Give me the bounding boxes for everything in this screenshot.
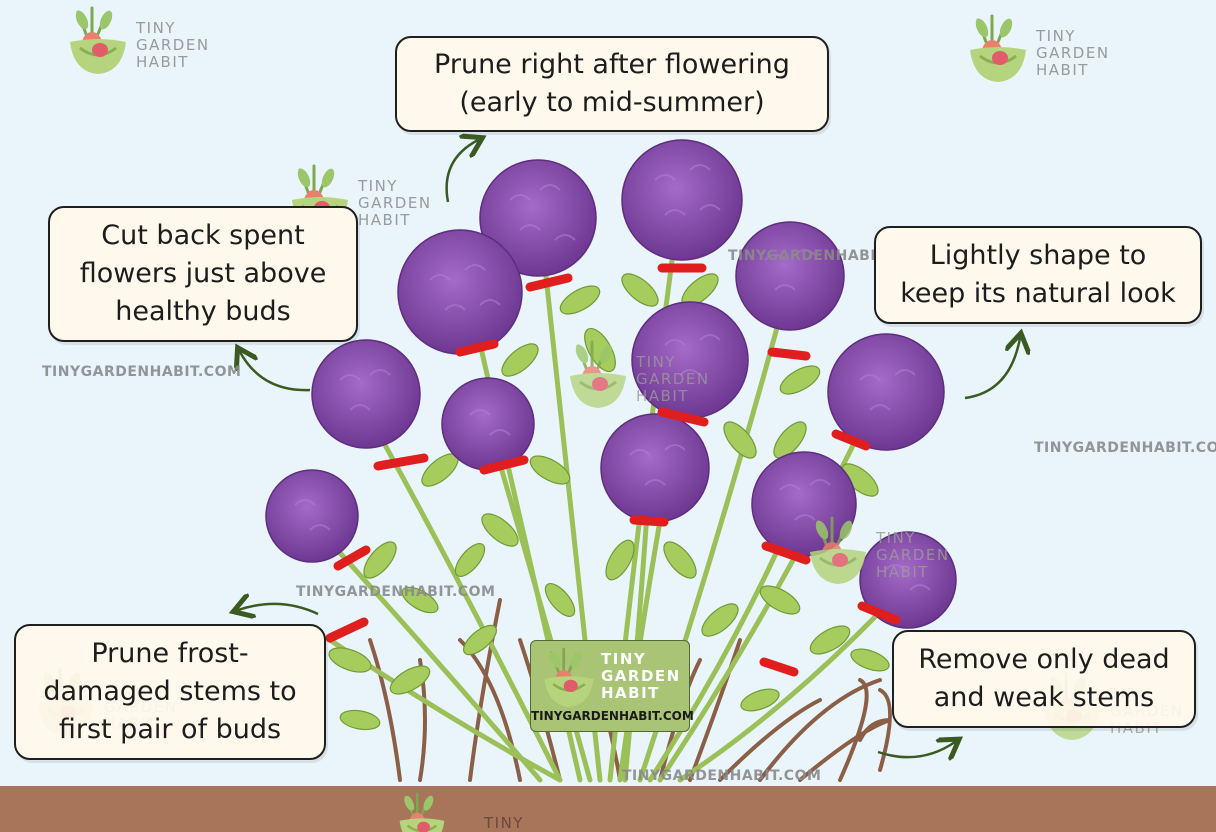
url-watermark: TINYGARDENHABIT.COM bbox=[622, 768, 822, 784]
brand-logo-icon bbox=[966, 14, 1030, 84]
logo-word-2: GARDEN bbox=[358, 194, 432, 212]
logo-word-1: TINY bbox=[876, 529, 916, 547]
callout-cut-spent-flowers: Cut back spent flowers just above health… bbox=[48, 206, 358, 342]
callout-line: keep its natural look bbox=[900, 278, 1176, 309]
brand-logo-watermark: TINY GARDEN HABIT bbox=[288, 164, 448, 234]
callout-lightly-shape: Lightly shape to keep its natural look bbox=[874, 226, 1202, 324]
callout-line: Lightly shape to bbox=[929, 240, 1147, 271]
logo-word-3: HABIT bbox=[636, 387, 689, 405]
brand-badge: TINY GARDEN HABIT TINYGARDENHABIT.COM bbox=[530, 640, 694, 732]
logo-word-3: HABIT bbox=[358, 211, 411, 229]
logo-word-3: HABIT bbox=[876, 563, 929, 581]
brand-logo-icon bbox=[541, 647, 597, 709]
brand-logo-icon bbox=[396, 792, 448, 832]
badge-url: TINYGARDENHABIT.COM bbox=[531, 709, 694, 723]
callout-line: and weak stems bbox=[933, 682, 1155, 713]
callout-line: Prune frost- bbox=[91, 638, 249, 669]
logo-word-3: HABIT bbox=[1036, 61, 1089, 79]
logo-word-1: TINY bbox=[636, 353, 676, 371]
flower-head bbox=[600, 413, 710, 523]
brand-logo-watermark: TINY GARDEN HABIT bbox=[806, 516, 966, 586]
callout-line: Remove only dead bbox=[918, 644, 1170, 675]
arrow-top bbox=[445, 140, 478, 203]
logo-word-1: TINY bbox=[136, 19, 176, 37]
logo-word-2: GARDEN bbox=[876, 546, 950, 564]
badge-word-3: HABIT bbox=[601, 684, 660, 702]
flower-head bbox=[479, 159, 597, 277]
cut-marks bbox=[325, 263, 901, 677]
url-watermark: TINYGARDENHABIT.COM bbox=[1034, 440, 1216, 456]
arrow-right-bottom bbox=[877, 742, 955, 757]
url-watermark: TINYGARDENHABIT.COM bbox=[42, 364, 242, 380]
brand-logo-icon bbox=[806, 516, 870, 586]
arrows bbox=[238, 140, 1020, 757]
flower-head bbox=[265, 469, 359, 563]
callout-prune-after-flowering: Prune right after flowering (early to mi… bbox=[395, 36, 829, 132]
flower-head bbox=[859, 531, 957, 629]
flower-head bbox=[311, 339, 421, 449]
brand-logo-watermark: TINY GARDEN HABIT bbox=[966, 14, 1126, 84]
url-watermark: TINYGARDENHABIT.COM bbox=[296, 584, 496, 600]
flower-head bbox=[397, 229, 523, 355]
brand-logo-icon bbox=[66, 6, 130, 76]
callout-remove-dead-stems: Remove only dead and weak stems bbox=[892, 630, 1196, 728]
flower-head bbox=[441, 377, 535, 471]
arrow-left-bottom bbox=[238, 604, 319, 614]
logo-word-1: TINY bbox=[484, 814, 524, 832]
leaves bbox=[328, 273, 890, 731]
logo-word-2: GARDEN bbox=[1036, 44, 1110, 62]
logo-word-1: TINY bbox=[1036, 27, 1076, 45]
logo-word-2: GARDEN bbox=[636, 370, 710, 388]
callout-line: Prune right after flowering bbox=[434, 49, 790, 80]
brand-logo-icon bbox=[566, 340, 630, 410]
badge-word-1: TINY bbox=[601, 650, 647, 668]
callout-line: flowers just above bbox=[79, 258, 327, 289]
flower-head bbox=[621, 139, 743, 261]
callout-line: first pair of buds bbox=[58, 714, 282, 745]
brand-logo-watermark: TINY GARDEN HABIT bbox=[566, 340, 726, 410]
arrow-left-top bbox=[240, 352, 311, 392]
arrow-right-top bbox=[964, 338, 1020, 400]
flower-head bbox=[735, 221, 845, 331]
callout-line: healthy buds bbox=[115, 296, 291, 327]
callout-frost-damaged-stems: Prune frost- damaged stems to first pair… bbox=[14, 624, 326, 760]
logo-word-3: HABIT bbox=[136, 53, 189, 71]
brand-logo-watermark: TINY GARDEN HABIT bbox=[66, 6, 226, 76]
brand-logo-partial: TINY bbox=[396, 792, 546, 832]
callout-line: damaged stems to bbox=[43, 676, 297, 707]
flower-head bbox=[827, 333, 945, 451]
callout-line: (early to mid-summer) bbox=[459, 87, 765, 118]
logo-word-1: TINY bbox=[358, 177, 398, 195]
soil bbox=[0, 786, 1216, 832]
badge-word-2: GARDEN bbox=[601, 667, 681, 685]
flower-heads bbox=[265, 139, 957, 629]
logo-word-2: GARDEN bbox=[136, 36, 210, 54]
flower-texture bbox=[294, 164, 931, 591]
callout-line: Cut back spent bbox=[101, 220, 305, 251]
